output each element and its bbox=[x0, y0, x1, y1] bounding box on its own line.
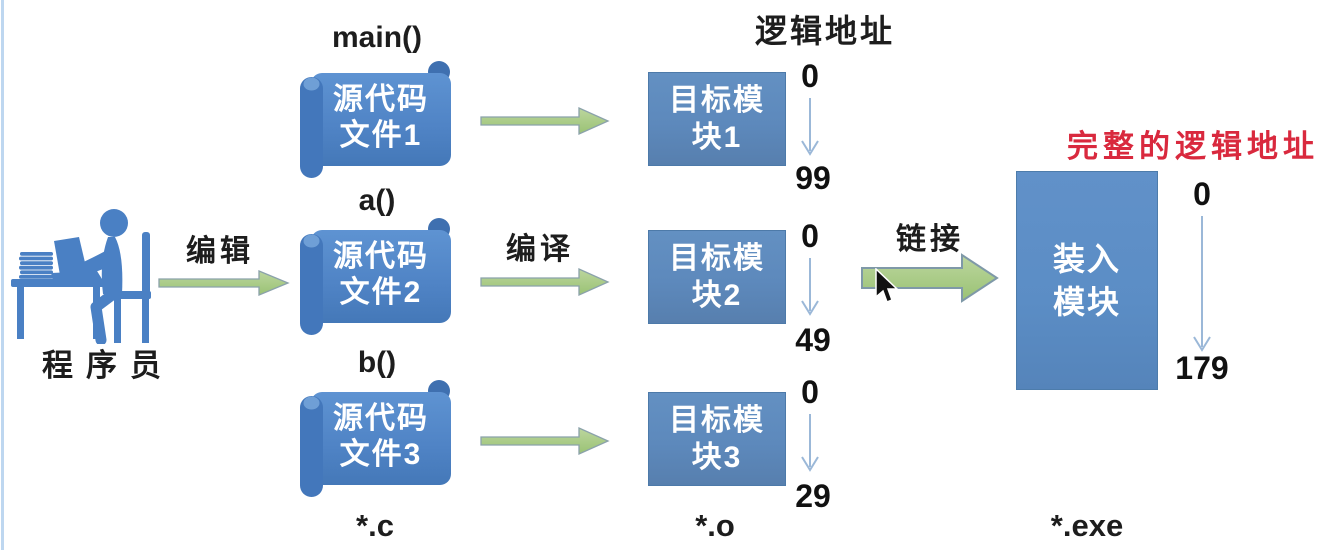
addr-range-arrow-module-2 bbox=[801, 258, 819, 316]
addr-range-arrow-module-1 bbox=[801, 98, 819, 156]
programmer-label: 程序员 bbox=[42, 348, 174, 383]
left-edge-strip bbox=[1, 0, 4, 550]
source-extension-label: *.c bbox=[356, 508, 394, 543]
addr-end-module-1: 99 bbox=[795, 160, 831, 196]
link-label: 链接 bbox=[896, 223, 964, 256]
compile-arrow-3 bbox=[480, 426, 610, 456]
load-module-name-line2: 模块 bbox=[1052, 283, 1121, 320]
object-module-name-line1: 目标模 bbox=[669, 84, 765, 117]
object-extension-label: *.o bbox=[695, 508, 735, 543]
addr-start-module-1: 0 bbox=[801, 58, 819, 94]
source-file-name-line1: 源代码 bbox=[333, 83, 429, 116]
addr-end-load-module: 179 bbox=[1175, 350, 1229, 386]
object-module-name-line2: 块2 bbox=[691, 279, 743, 312]
object-module-name-line1: 目标模 bbox=[669, 404, 765, 437]
scroll-shape-icon bbox=[300, 380, 451, 497]
source-function-label-1: main() bbox=[332, 21, 422, 54]
mouse-cursor-icon bbox=[875, 268, 899, 303]
edit-label: 编辑 bbox=[186, 235, 254, 268]
addr-start-load-module: 0 bbox=[1193, 176, 1211, 212]
compile-arrow-2 bbox=[480, 267, 610, 297]
logical-address-header: 逻辑地址 bbox=[754, 13, 895, 49]
source-file-name-line2: 文件2 bbox=[339, 276, 423, 309]
edit-arrow bbox=[158, 270, 290, 296]
source-file-name-line1: 源代码 bbox=[333, 402, 429, 435]
full-logical-address-header: 完整的逻辑地址 bbox=[1067, 129, 1319, 164]
scroll-shape-icon bbox=[300, 218, 451, 335]
source-function-label-2: a() bbox=[358, 184, 396, 217]
source-file-scroll-3: 源代码 文件3 bbox=[298, 377, 456, 502]
load-module-name-line1: 装入 bbox=[1052, 240, 1121, 277]
executable-extension-label: *.exe bbox=[1050, 508, 1124, 543]
object-module-3: 目标模 块3 bbox=[648, 392, 786, 486]
addr-range-arrow-load-module bbox=[1193, 216, 1211, 352]
compile-arrow-1 bbox=[480, 106, 610, 136]
programmer-icon bbox=[11, 209, 151, 344]
source-file-scroll-1: 源代码 文件1 bbox=[298, 58, 456, 183]
object-module-name-line1: 目标模 bbox=[669, 242, 765, 275]
addr-range-arrow-module-3 bbox=[801, 414, 819, 472]
source-file-scroll-2: 源代码 文件2 bbox=[298, 215, 456, 340]
source-file-name-line2: 文件3 bbox=[339, 438, 423, 471]
object-module-1: 目标模 块1 bbox=[648, 72, 786, 166]
source-file-name-line1: 源代码 bbox=[333, 240, 429, 273]
compile-label: 编译 bbox=[506, 233, 574, 266]
load-module-box: 装入 模块 bbox=[1016, 171, 1158, 390]
scroll-shape-icon bbox=[300, 61, 451, 178]
addr-end-module-2: 49 bbox=[795, 322, 831, 358]
addr-end-module-3: 29 bbox=[795, 478, 831, 514]
source-function-label-3: b() bbox=[357, 346, 397, 379]
addr-start-module-3: 0 bbox=[801, 374, 819, 410]
source-file-name-line2: 文件1 bbox=[339, 119, 423, 152]
object-module-2: 目标模 块2 bbox=[648, 230, 786, 324]
object-module-name-line2: 块1 bbox=[691, 121, 743, 154]
addr-start-module-2: 0 bbox=[801, 218, 819, 254]
object-module-name-line2: 块3 bbox=[691, 441, 743, 474]
